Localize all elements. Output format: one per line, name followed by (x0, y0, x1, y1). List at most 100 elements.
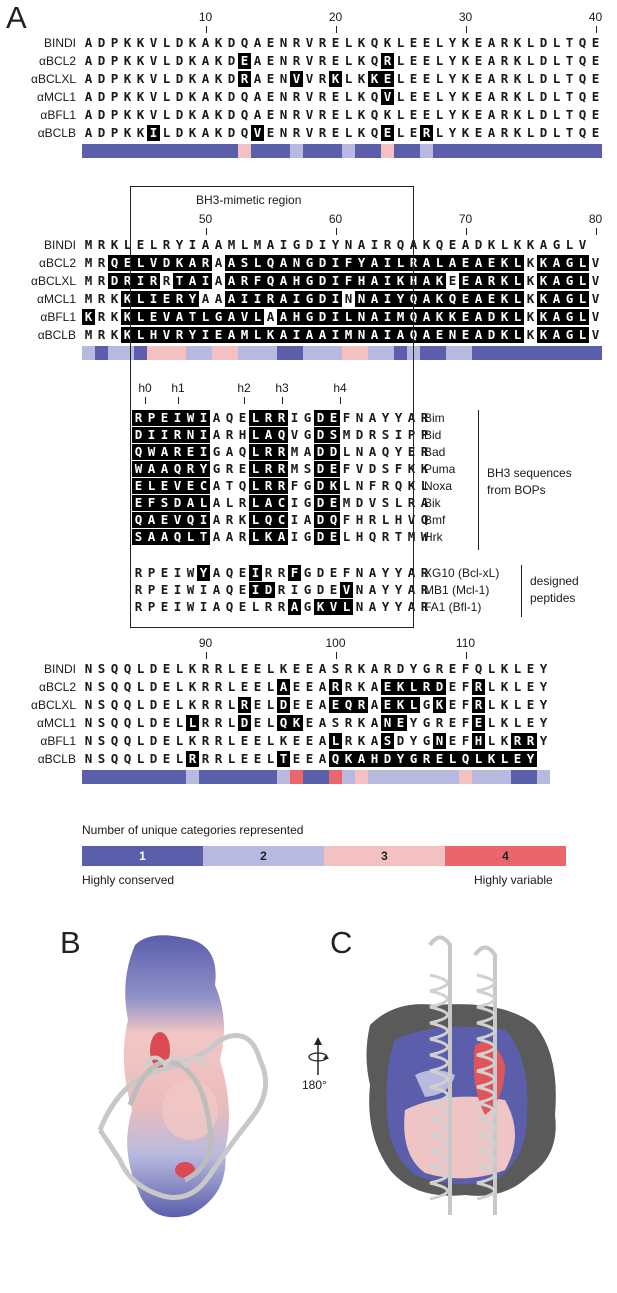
residue: K (329, 71, 342, 87)
residue: K (498, 255, 511, 271)
residue: D (149, 715, 158, 730)
residue: V (305, 125, 314, 140)
residue: L (511, 309, 524, 325)
residue: E (238, 565, 247, 580)
conservation-cell (108, 770, 121, 784)
helix-position-label: h4 (333, 381, 347, 395)
residue: N (279, 89, 288, 104)
residue: K (537, 327, 550, 343)
residue: A (420, 309, 433, 325)
residue: K (461, 71, 470, 86)
residue: L (396, 71, 405, 86)
sequence-name: BINDI (43, 36, 76, 50)
residue: A (461, 237, 470, 252)
residue: L (576, 255, 589, 271)
residue: L (344, 107, 353, 122)
residue: R (275, 410, 288, 426)
residue: L (552, 71, 561, 86)
sequence-name: αBCLXL (31, 274, 76, 288)
residue: D (316, 582, 325, 597)
residue: R (225, 461, 234, 476)
conservation-cell (342, 144, 355, 158)
conservation-cell (485, 346, 498, 360)
residue: A (262, 427, 275, 443)
residue: L (526, 35, 535, 50)
residue: D (132, 427, 145, 443)
residue: E (184, 444, 197, 460)
residue: R (277, 582, 286, 597)
residue: K (500, 661, 509, 676)
residue: G (303, 478, 312, 493)
residue: Q (225, 582, 234, 597)
residue: D (227, 53, 236, 68)
residue: F (461, 697, 470, 712)
residue: E (327, 529, 340, 545)
residue: L (197, 495, 210, 511)
residue: P (420, 427, 429, 442)
residue: E (459, 291, 472, 307)
residue: L (435, 35, 444, 50)
residue: S (158, 495, 171, 511)
residue: L (136, 715, 145, 730)
residue: K (394, 273, 407, 289)
residue: G (563, 273, 576, 289)
residue: R (292, 125, 301, 140)
residue: V (160, 309, 173, 325)
residue: K (123, 89, 132, 104)
residue: E (474, 71, 483, 86)
residue: E (305, 733, 314, 748)
conservation-cell (368, 144, 381, 158)
residue: K (485, 751, 498, 767)
legend-category-4: 4 (445, 846, 566, 866)
position-tick-mark (595, 228, 597, 235)
position-tick-label: 20 (328, 10, 343, 24)
residue: I (290, 529, 299, 544)
residue: Q (420, 512, 429, 527)
residue: E (162, 679, 171, 694)
residue: E (331, 107, 340, 122)
conservation-cell (459, 346, 472, 360)
residue: K (537, 309, 550, 325)
conservation-cell (589, 346, 602, 360)
position-tick-label: 10 (198, 10, 213, 24)
conservation-cell (472, 770, 485, 784)
residue: R (500, 35, 509, 50)
residue: I (290, 582, 299, 597)
residue: F (461, 733, 470, 748)
residue: K (357, 679, 366, 694)
residue: K (537, 273, 550, 289)
residue: L (184, 529, 197, 545)
residue: A (487, 125, 496, 140)
residue: L (513, 661, 522, 676)
residue: K (188, 679, 197, 694)
residue: I (381, 273, 394, 289)
peptide-name: FA1 (Bfl-1) (424, 600, 482, 614)
residue: I (290, 327, 303, 343)
residue: F (288, 565, 301, 581)
residue: I (147, 291, 160, 307)
residue: L (498, 751, 511, 767)
panel-b-structure (97, 935, 269, 1218)
residue: A (186, 255, 199, 271)
residue: S (238, 255, 251, 271)
residue: L (227, 715, 236, 730)
residue: W (186, 582, 195, 597)
residue: S (132, 529, 145, 545)
residue: R (472, 697, 485, 713)
residue: R (275, 444, 288, 460)
residue: N (290, 255, 303, 271)
residue: I (197, 427, 210, 443)
helix-position-label: h3 (275, 381, 289, 395)
residue: L (394, 255, 407, 271)
residue: R (524, 733, 537, 749)
residue: I (279, 237, 288, 252)
residue: E (292, 733, 301, 748)
residue: R (238, 697, 251, 713)
residue: E (459, 273, 472, 289)
residue: S (381, 461, 390, 476)
residue: L (435, 71, 444, 86)
residue: E (474, 53, 483, 68)
residue: L (249, 478, 262, 494)
